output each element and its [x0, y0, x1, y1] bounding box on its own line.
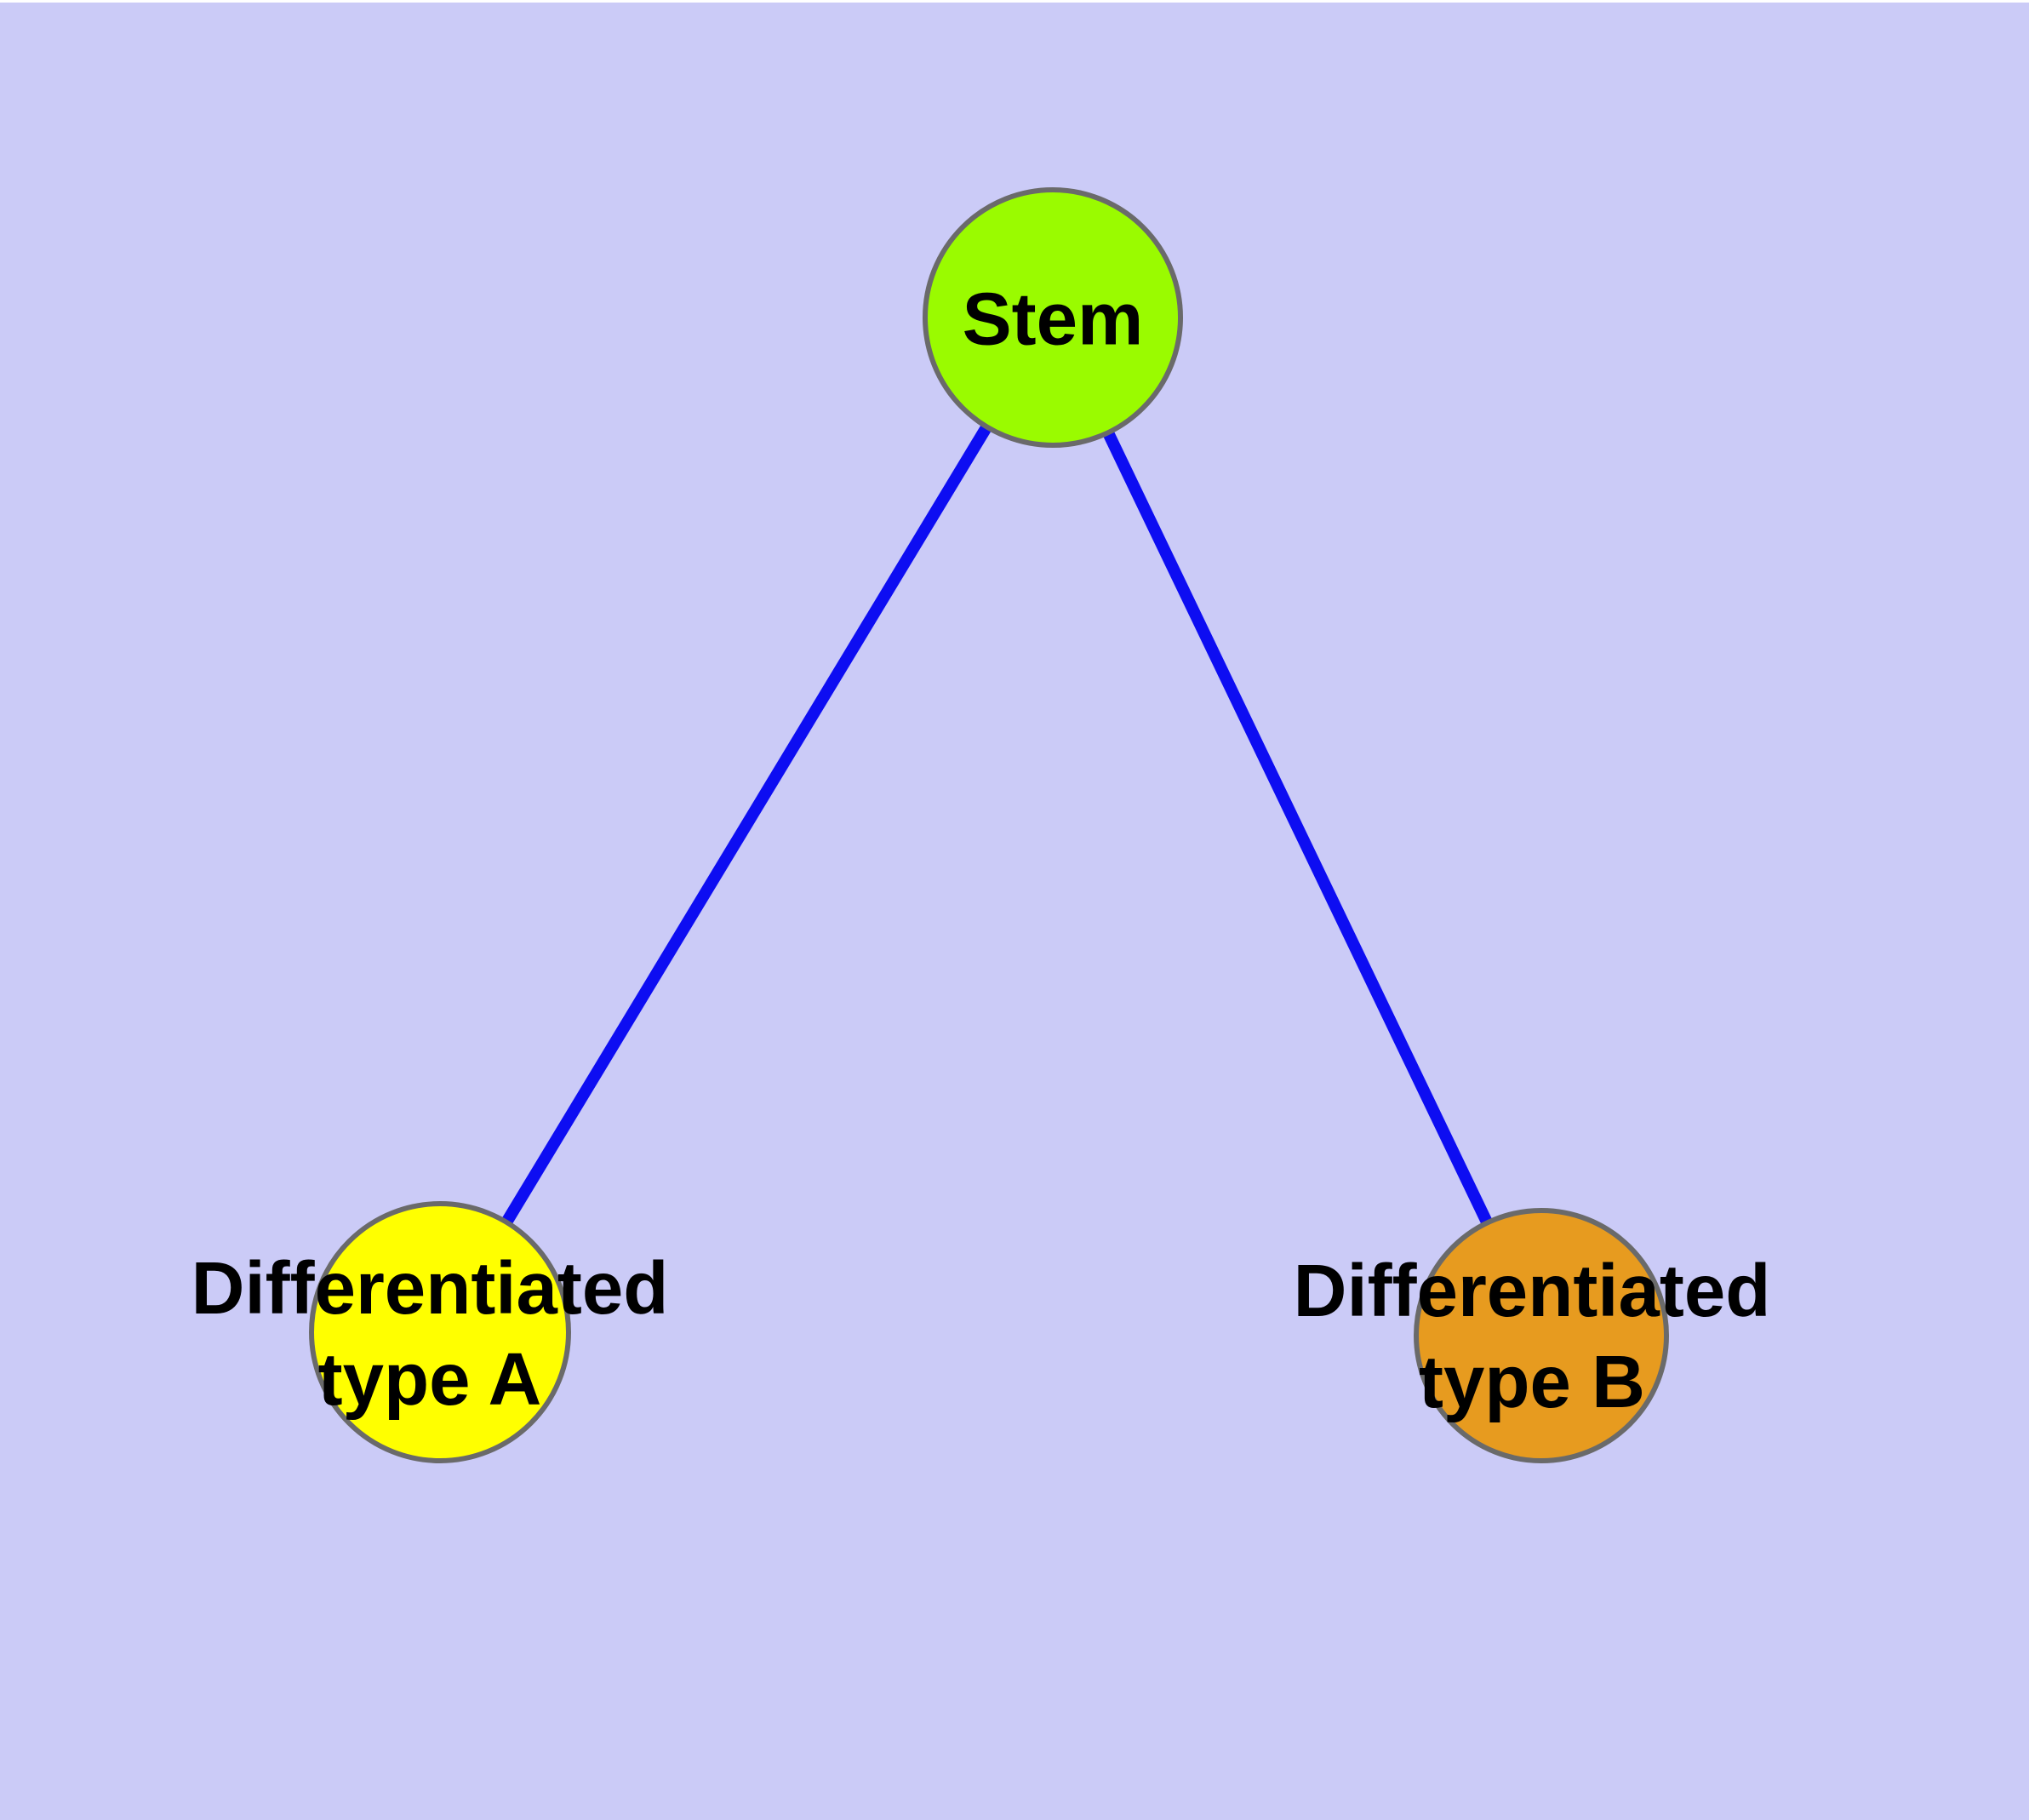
node-stem-label: Stem [962, 278, 1144, 361]
node-type-b-circle [1414, 1208, 1669, 1463]
edge-stem-to-type-b [1047, 314, 1547, 1339]
node-type-b-label: Differentiated type B [1293, 1250, 1771, 1423]
node-type-a-label: Differentiated type A [191, 1247, 669, 1421]
edge-stem-to-type-a [435, 314, 1058, 1336]
node-type-a-circle [309, 1201, 571, 1463]
top-margin-strip [0, 0, 2029, 3]
node-stem-circle [923, 187, 1183, 448]
